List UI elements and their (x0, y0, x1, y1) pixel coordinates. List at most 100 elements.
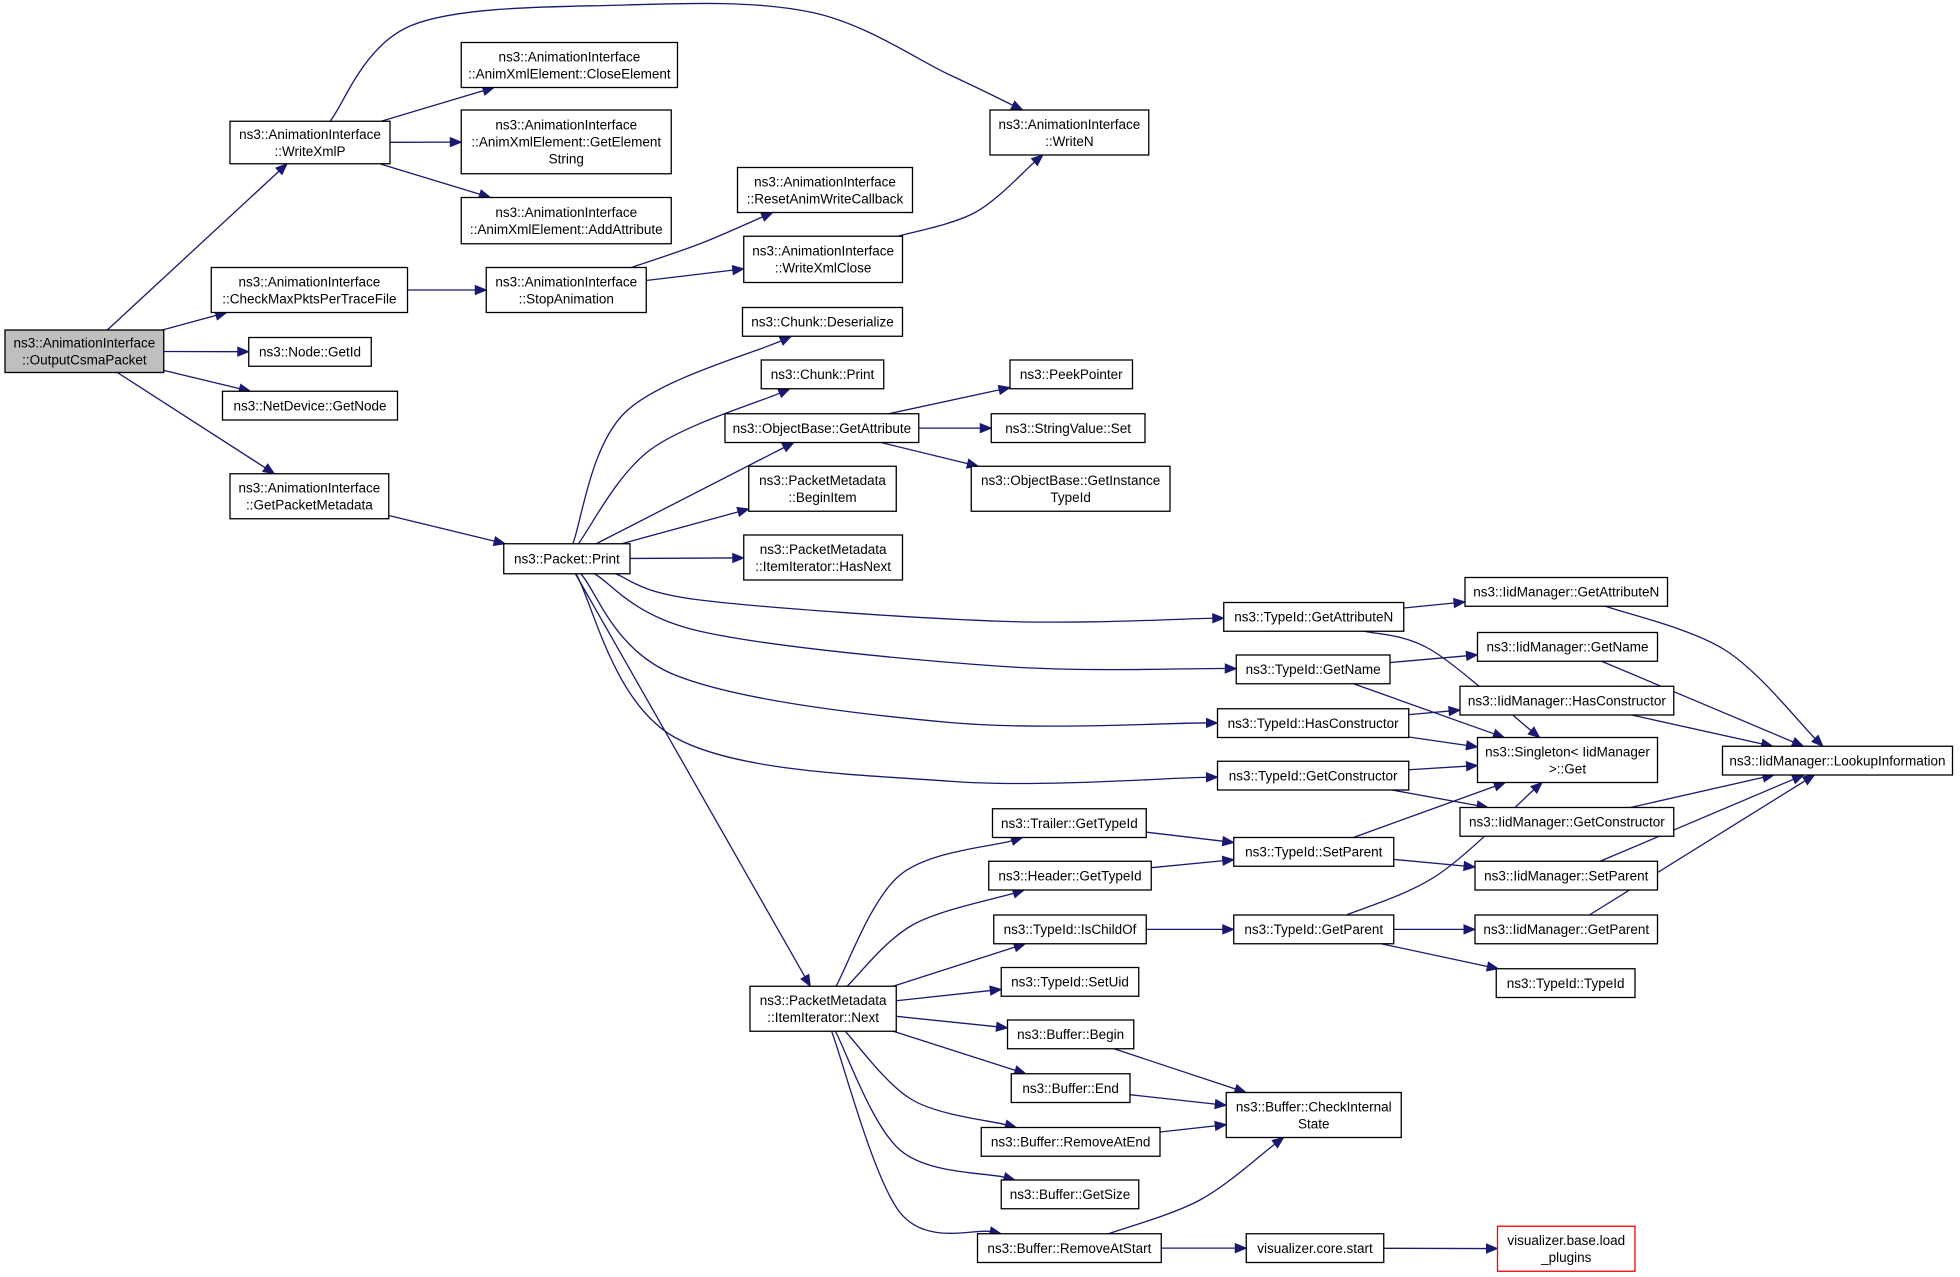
node-typeIdGetConstructor[interactable]: ns3::TypeId::GetConstructor (1216, 760, 1410, 791)
node-nodeGetId[interactable]: ns3::Node::GetId (248, 336, 372, 367)
node-closeElement[interactable]: ns3::AnimationInterface::AnimXmlElement:… (460, 41, 679, 89)
node-iidGetAttributeN[interactable]: ns3::IidManager::GetAttributeN (1464, 576, 1669, 607)
node-objectBaseGetAttribute[interactable]: ns3::ObjectBase::GetAttribute (724, 413, 920, 444)
node-visualizerCoreStart[interactable]: visualizer.core.start (1245, 1233, 1385, 1264)
node-label: ns3::IidManager::LookupInformation (1729, 753, 1945, 768)
node-box (210, 266, 409, 314)
call-edge-packetPrint-to-typeIdGetAttributeN (615, 573, 1213, 623)
node-iidGetParent[interactable]: ns3::IidManager::GetParent (1474, 914, 1659, 945)
arrowhead-icon (237, 346, 251, 357)
node-writeXmlP[interactable]: ns3::AnimationInterface::WriteXmlP (229, 120, 391, 165)
node-box (1245, 1233, 1385, 1264)
call-edge-iidSetParent-to-iidLookupInformation (1599, 778, 1794, 862)
node-label: ns3::ObjectBase::GetInstance (981, 473, 1160, 488)
node-chunkDeserialize[interactable]: ns3::Chunk::Deserialize (741, 306, 904, 337)
node-getElementString[interactable]: ns3::AnimationInterface::AnimXmlElement:… (460, 109, 672, 175)
call-edge-packetPrint-to-itemIterNext (574, 573, 806, 978)
node-headerGetTypeId[interactable]: ns3::Header::GetTypeId (988, 860, 1152, 891)
node-iidSetParent[interactable]: ns3::IidManager::SetParent (1474, 860, 1659, 891)
node-typeIdTypeId[interactable]: ns3::TypeId::TypeId (1495, 968, 1636, 999)
node-label: ns3::PacketMetadata (759, 473, 886, 488)
node-stringValueSet[interactable]: ns3::StringValue::Set (990, 413, 1146, 444)
call-edge-bufferEnd-to-bufferCheckInternal (1129, 1094, 1216, 1105)
arrowhead-icon (1448, 705, 1462, 717)
arrowhead-icon (1453, 597, 1467, 609)
node-typeIdIsChildOf[interactable]: ns3::TypeId::IsChildOf (993, 914, 1147, 945)
node-bufferRemoveAtStart[interactable]: ns3::Buffer::RemoveAtStart (976, 1233, 1162, 1264)
node-iidHasConstructor[interactable]: ns3::IidManager::HasConstructor (1459, 685, 1675, 716)
node-label: ns3::TypeId::IsChildOf (1004, 922, 1137, 937)
node-iidLookupInformation[interactable]: ns3::IidManager::LookupInformation (1721, 745, 1954, 776)
node-box (743, 235, 904, 284)
node-typeIdGetParent[interactable]: ns3::TypeId::GetParent (1233, 914, 1395, 945)
node-label: TypeId (1050, 490, 1091, 505)
arrowhead-icon (777, 388, 791, 399)
node-label: ns3::Buffer::End (1022, 1081, 1119, 1096)
arrowhead-icon (1234, 1242, 1248, 1254)
node-label: ns3::Buffer::RemoveAtStart (987, 1241, 1151, 1256)
node-bufferRemoveAtEnd[interactable]: ns3::Buffer::RemoveAtEnd (980, 1126, 1161, 1157)
node-itemIterNext[interactable]: ns3::PacketMetadata::ItemIterator::Next (749, 985, 897, 1032)
node-chunkPrint[interactable]: ns3::Chunk::Print (760, 359, 885, 390)
node-peekPointer[interactable]: ns3::PeekPointer (1009, 359, 1134, 390)
node-writeN[interactable]: ns3::AnimationInterface::WriteN (989, 109, 1150, 156)
node-stopAnimation[interactable]: ns3::AnimationInterface::StopAnimation (485, 266, 647, 314)
node-box (1474, 860, 1659, 891)
node-getPacketMetadata[interactable]: ns3::AnimationInterface::GetPacketMetada… (229, 473, 390, 520)
node-box (1000, 1179, 1140, 1210)
node-typeIdSetParent[interactable]: ns3::TypeId::SetParent (1233, 836, 1395, 867)
node-label: ns3::TypeId::GetAttributeN (1234, 610, 1393, 625)
call-edge-stopAnimation-to-resetAnimWrite (631, 216, 763, 269)
node-label: ns3::Singleton< IidManager (1485, 744, 1650, 759)
node-typeIdGetAttributeN[interactable]: ns3::TypeId::GetAttributeN (1223, 601, 1405, 632)
node-box (760, 359, 885, 390)
call-edge-packetPrint-to-typeIdHasConstructor (580, 573, 1207, 727)
call-edge-outputCsma-to-getPacketMetadata (116, 371, 266, 469)
arrowhead-icon (1491, 728, 1506, 739)
node-iidGetName[interactable]: ns3::IidManager::GetName (1476, 631, 1659, 662)
node-checkMaxPkts[interactable]: ns3::AnimationInterface::CheckMaxPktsPer… (210, 266, 409, 314)
node-label: ns3::Packet::Print (514, 552, 620, 567)
node-resetAnimWrite[interactable]: ns3::AnimationInterface::ResetAnimWriteC… (736, 166, 914, 214)
arrowhead-icon (989, 985, 1003, 996)
node-box (980, 1126, 1161, 1157)
node-writeXmlClose[interactable]: ns3::AnimationInterface::WriteXmlClose (743, 235, 904, 284)
node-visualizerLoadPlugins[interactable]: visualizer.base.load_plugins (1496, 1225, 1636, 1272)
node-label: ns3::Chunk::Deserialize (751, 315, 894, 330)
arrowhead-icon (1485, 961, 1500, 972)
node-label: ns3::TypeId::SetParent (1245, 845, 1383, 860)
arrowhead-icon (1010, 100, 1024, 111)
arrowhead-icon (736, 506, 751, 518)
node-bufferEnd[interactable]: ns3::Buffer::End (1010, 1073, 1131, 1104)
node-box (1474, 914, 1659, 945)
node-bufferBegin[interactable]: ns3::Buffer::Begin (1006, 1019, 1135, 1050)
node-iidGetConstructor[interactable]: ns3::IidManager::GetConstructor (1459, 806, 1675, 837)
node-typeIdHasConstructor[interactable]: ns3::TypeId::HasConstructor (1216, 708, 1410, 739)
node-typeIdGetName[interactable]: ns3::TypeId::GetName (1235, 654, 1391, 685)
node-label: ns3::ObjectBase::GetAttribute (733, 421, 912, 436)
node-netDeviceGetNode[interactable]: ns3::NetDevice::GetNode (221, 390, 399, 421)
node-outputCsma[interactable]: ns3::AnimationInterface::OutputCsmaPacke… (4, 329, 165, 374)
arrowhead-icon (1790, 736, 1805, 747)
node-packetPrint[interactable]: ns3::Packet::Print (503, 543, 631, 575)
node-beginItem[interactable]: ns3::PacketMetadata::BeginItem (748, 465, 897, 512)
node-bufferGetSize[interactable]: ns3::Buffer::GetSize (1000, 1179, 1140, 1210)
node-trailerGetTypeId[interactable]: ns3::Trailer::GetTypeId (991, 808, 1147, 839)
node-itemIterHasNext[interactable]: ns3::PacketMetadata::ItemIterator::HasNe… (743, 534, 904, 581)
node-typeIdSetUid[interactable]: ns3::TypeId::SetUid (1000, 966, 1140, 997)
node-label: ::ResetAnimWriteCallback (747, 191, 904, 206)
arrowhead-icon (492, 535, 507, 547)
call-edges (106, 2, 1824, 1254)
arrowhead-icon (1214, 1120, 1228, 1132)
call-edge-iidGetParent-to-iidLookupInformation (1589, 780, 1806, 916)
node-singletonGet[interactable]: ns3::Singleton< IidManager >::Get (1476, 736, 1659, 784)
node-label: ns3::Node::GetId (259, 345, 361, 360)
node-label: ns3::Trailer::GetTypeId (1001, 816, 1138, 831)
node-box (1459, 685, 1675, 716)
node-box (993, 914, 1147, 945)
arrowhead-icon (1463, 924, 1477, 935)
node-addAttribute[interactable]: ns3::AnimationInterface::AnimXmlElement:… (460, 196, 672, 245)
